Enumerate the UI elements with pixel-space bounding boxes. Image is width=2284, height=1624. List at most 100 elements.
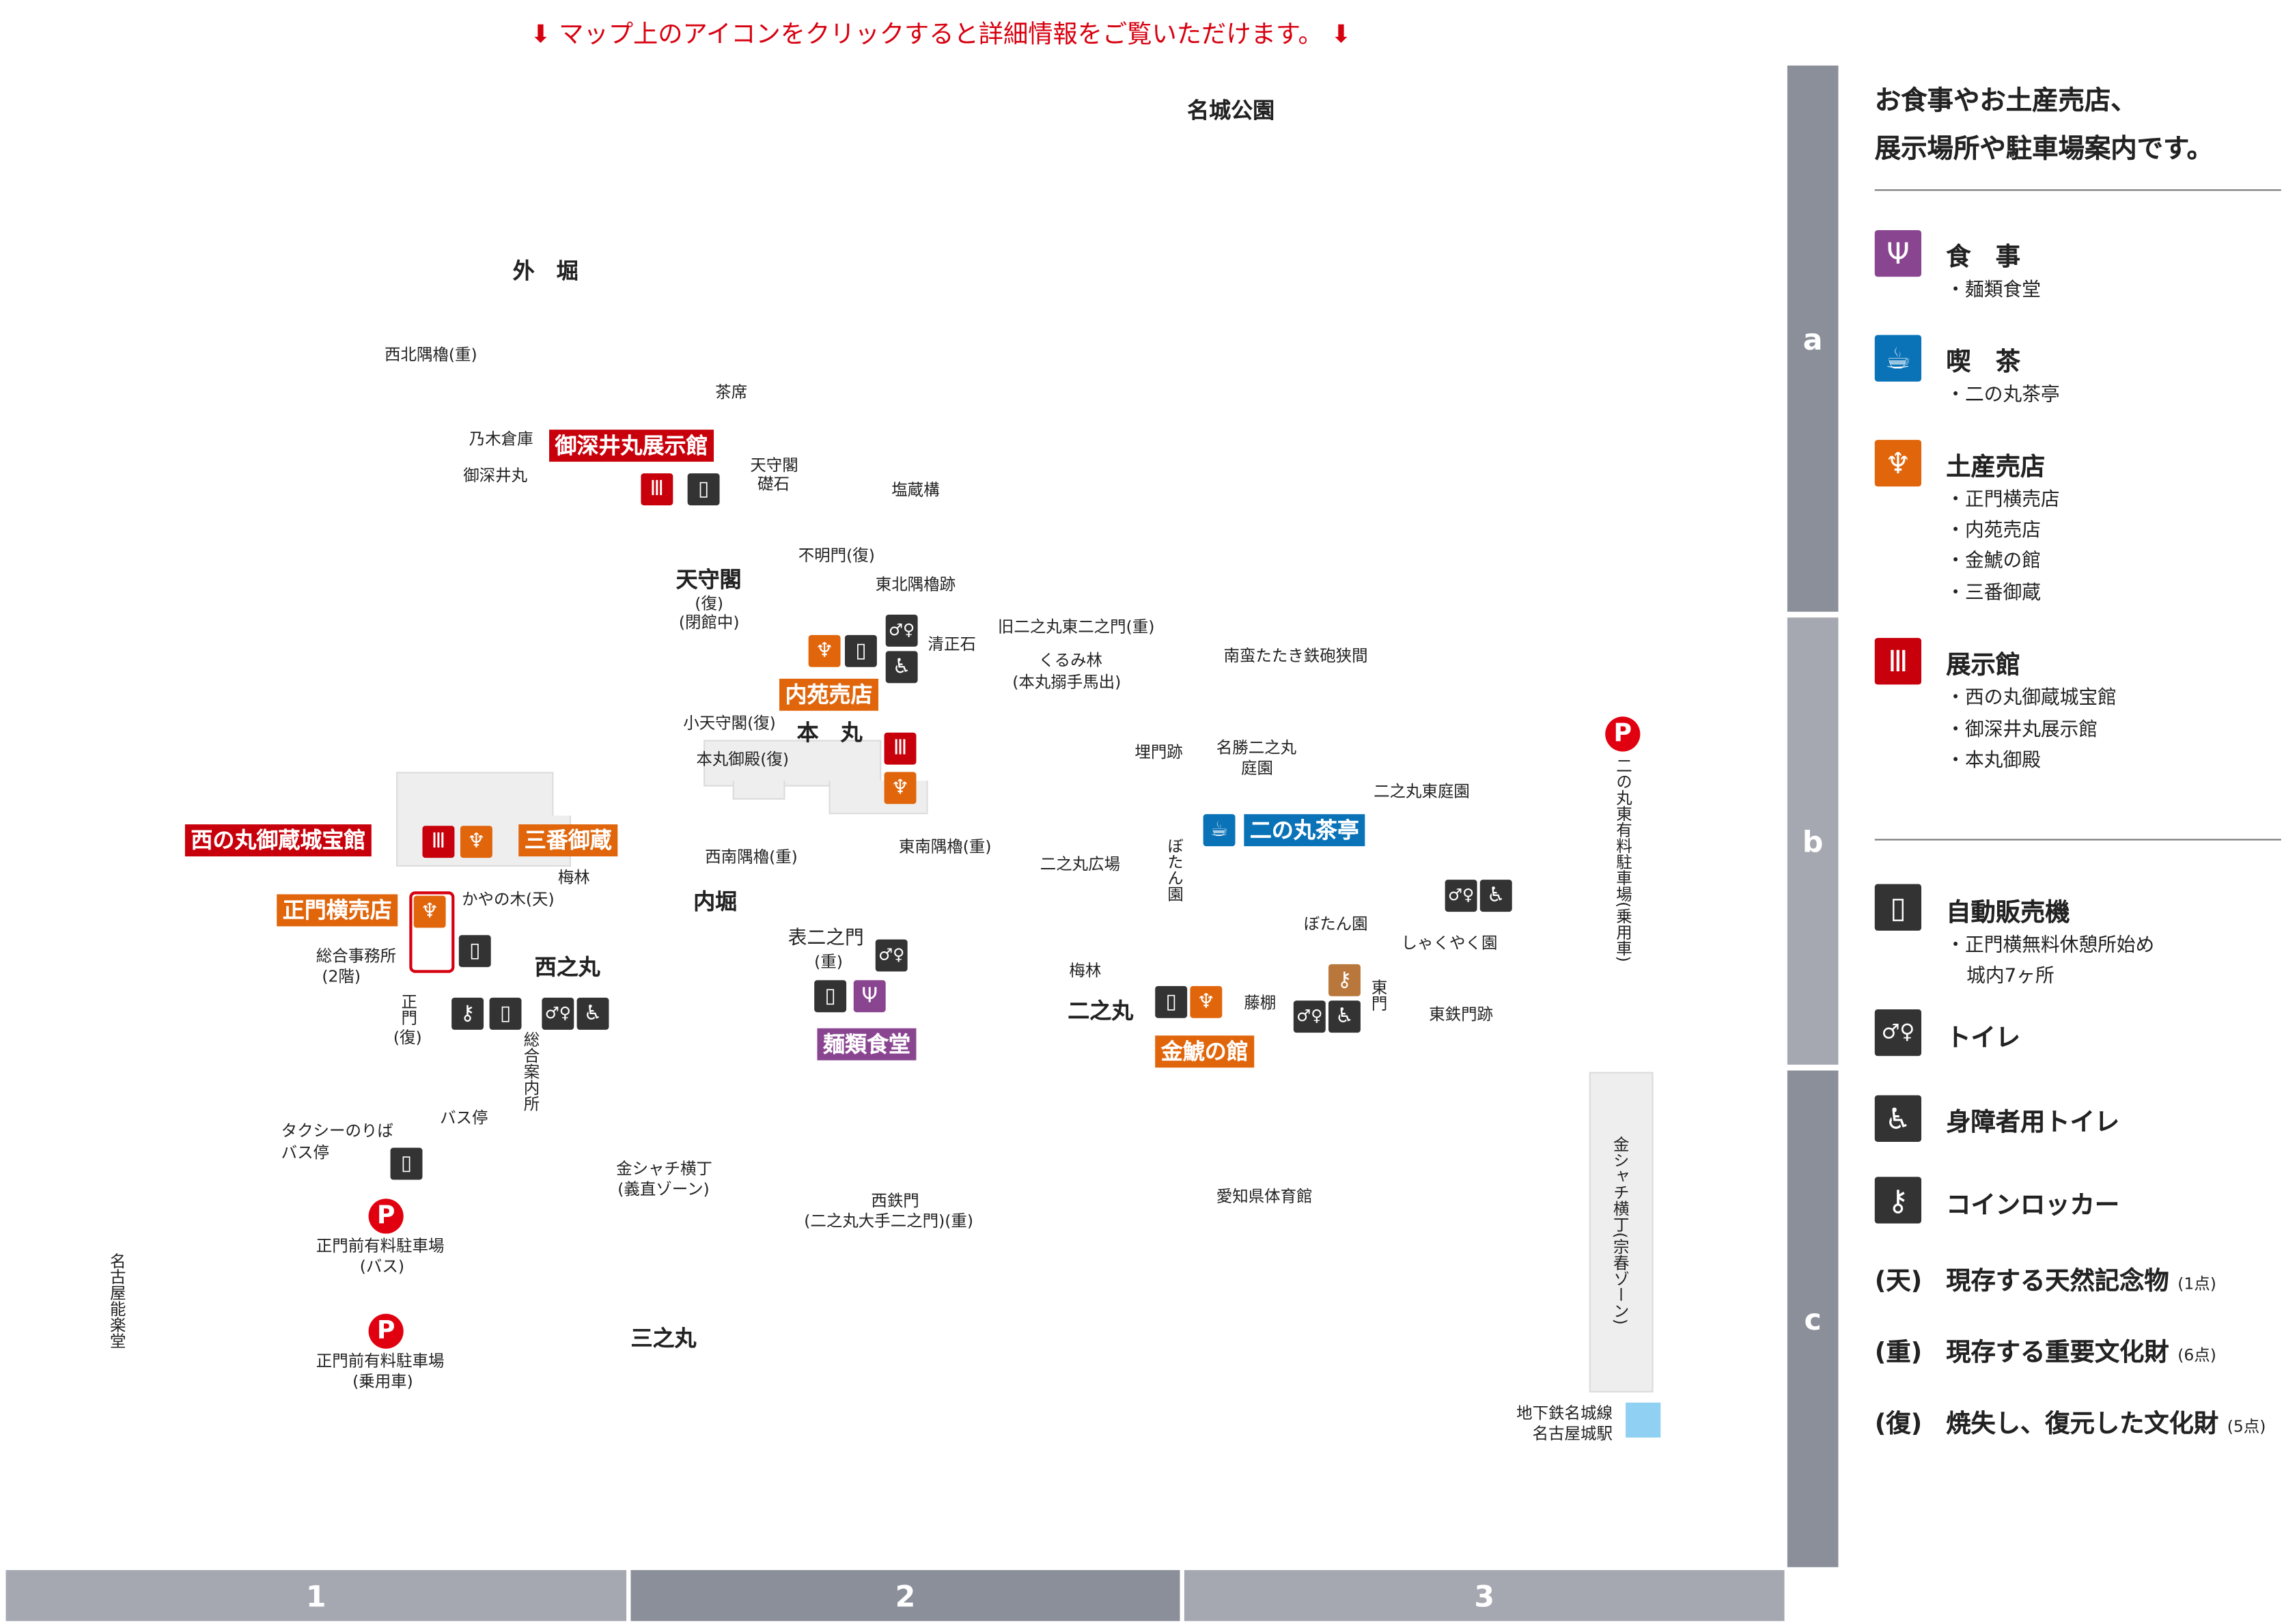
label-aichi-gym: 愛知県体育館 — [1216, 1187, 1313, 1206]
label-tenshukaku[interactable]: 天守閣 — [676, 566, 742, 593]
label-subway-station: 名古屋城駅 — [1532, 1424, 1613, 1444]
label-botan: ぼたん園 — [1303, 914, 1368, 934]
legend-item[interactable]: ・御深井丸展示館 — [1946, 719, 2098, 742]
label-honmaru: 本 丸 — [796, 719, 863, 746]
label-uchibori: 内堀 — [693, 888, 738, 915]
wheelchair-icon[interactable]: ♿ — [885, 651, 918, 684]
parking-icon[interactable]: P — [368, 1199, 404, 1234]
shachihoko-icon[interactable]: ♆ — [413, 895, 446, 928]
callout-ofukei-museum[interactable]: 御深井丸展示館 — [549, 430, 714, 462]
label-seimon-fuku: (復) — [393, 1028, 422, 1048]
shachihoko-icon[interactable]: ♆ — [884, 772, 917, 804]
key-icon[interactable]: ⚷ — [451, 997, 484, 1030]
banner-text: マップ上のアイコンをクリックすると詳細情報をご覧いただけます。 — [559, 20, 1323, 50]
label-tenshu-ishizue: 礎石 — [757, 475, 790, 494]
museum-icon[interactable]: Ⅲ — [884, 732, 917, 765]
museum-icon[interactable]: Ⅲ — [422, 826, 455, 858]
label-kyu-ninomaru-gate: 旧二之丸東二之門(重) — [997, 617, 1155, 636]
wheelchair-icon[interactable]: ♿ — [1328, 1000, 1361, 1033]
wheelchair-icon[interactable]: ♿ — [1479, 880, 1512, 912]
label-bairin: 梅林 — [1069, 961, 1102, 981]
vending-machine-icon[interactable]: ▯ — [458, 935, 491, 968]
label-taxi: タクシーのりば — [281, 1121, 393, 1140]
key-icon[interactable]: ⚷ — [1328, 964, 1361, 996]
label-omote-ninomon: 表二之門 — [788, 927, 864, 950]
grid-row-c: c — [1787, 1070, 1839, 1567]
legend-item[interactable]: ・三番御蔵 — [1946, 583, 2041, 605]
callout-seimon-shop[interactable]: 正門横売店 — [277, 894, 398, 927]
legend-item: 城内7ヶ所 — [1966, 965, 2055, 988]
label-seinan-yagura: 西南隅櫓(重) — [705, 848, 798, 867]
label-seimon: 正門 — [399, 993, 419, 1026]
vending-machine-icon[interactable]: ▯ — [687, 473, 720, 506]
legend-locker-title: コインロッカー — [1946, 1191, 2120, 1221]
legend-item[interactable]: ・麺類食堂 — [1946, 279, 2041, 302]
museum-icon[interactable]: Ⅲ — [641, 473, 673, 506]
nishinomaru-area — [396, 772, 554, 822]
instruction-banner: ⬇ マップ上のアイコンをクリックすると詳細情報をご覧いただけます。 ⬇ — [530, 13, 1351, 50]
label-ninomaru-east-garden: 二之丸東庭園 — [1374, 782, 1470, 801]
label-east-parking: 二の丸東有料駐車場(乗用車) — [1614, 757, 1633, 962]
label-jimusho: (2階) — [322, 967, 361, 986]
coffee-cup-icon[interactable]: ☕ — [1203, 814, 1236, 847]
mark-count: (5点) — [2227, 1417, 2266, 1436]
label-nishitetsumon: (二之丸大手二之門)(重) — [804, 1212, 974, 1231]
legend-shop-title: 土産売店 — [1946, 453, 2046, 482]
vending-machine-icon[interactable]: ▯ — [390, 1147, 423, 1180]
callout-menrui-shokudo[interactable]: 麺類食堂 — [817, 1028, 917, 1061]
callout-nishinomaru-museum[interactable]: 西の丸御蔵城宝館 — [184, 824, 372, 857]
restroom-icon[interactable]: ♂♀ — [885, 614, 918, 647]
label-kinshachi-yokocho: 金シャチ横丁 — [616, 1159, 712, 1179]
vending-machine-icon[interactable]: ▯ — [814, 980, 847, 1013]
label-taxi-bus: バス停 — [281, 1143, 329, 1162]
parking-icon[interactable]: P — [1605, 716, 1641, 752]
key-icon: ⚷ — [1874, 1177, 1922, 1224]
label-ofukei-maru: 御深井丸 — [463, 466, 528, 486]
wheelchair-icon: ♿ — [1874, 1095, 1922, 1143]
restroom-icon[interactable]: ♂♀ — [542, 997, 574, 1030]
callout-sanban-gokura[interactable]: 三番御蔵 — [518, 824, 618, 857]
legend-item[interactable]: ・内苑売店 — [1946, 520, 2041, 542]
subway-station-marker[interactable] — [1626, 1402, 1661, 1438]
wheelchair-icon[interactable]: ♿ — [576, 997, 609, 1030]
legend-intro: 展示場所や駐車場案内です。 — [1874, 134, 2214, 165]
shachihoko-icon[interactable]: ♆ — [1190, 985, 1223, 1018]
vending-machine-icon[interactable]: ▯ — [844, 634, 877, 667]
label-kayanoki: かやの木(天) — [462, 890, 555, 909]
mark-desc: 現存する重要文化財 — [1946, 1338, 2169, 1368]
restroom-icon[interactable]: ♂♀ — [1445, 880, 1477, 912]
parking-icon[interactable]: P — [368, 1313, 404, 1349]
label-meisho-garden: 庭園 — [1241, 759, 1273, 778]
vending-machine-icon[interactable]: ▯ — [489, 997, 522, 1030]
mark-count: (1点) — [2177, 1274, 2216, 1293]
legend-item[interactable]: ・正門横売店 — [1946, 489, 2060, 512]
label-tenshu-ishizue: 天守閣 — [750, 456, 798, 475]
callout-kinshachi-kan[interactable]: 金鯱の館 — [1155, 1035, 1255, 1068]
shachihoko-icon[interactable]: ♆ — [808, 634, 841, 667]
callout-naien-shop[interactable]: 内苑売店 — [779, 678, 879, 711]
legend-item[interactable]: ・金鯱の館 — [1946, 550, 2041, 573]
legend-item[interactable]: ・本丸御殿 — [1946, 750, 2041, 772]
label-parking-car: 正門前有料駐車場 — [316, 1352, 445, 1371]
vending-machine-icon[interactable]: ▯ — [1155, 985, 1188, 1018]
label-ninomaru-hiroba: 二之丸広場 — [1040, 854, 1121, 874]
mark-count: (6点) — [2177, 1345, 2216, 1365]
label-botan-vertical: ぼたん園 — [1165, 837, 1184, 902]
shachihoko-icon[interactable]: ♆ — [460, 826, 492, 858]
legend-item[interactable]: ・西の丸御蔵城宝館 — [1946, 687, 2117, 710]
fork-icon[interactable]: Ψ — [853, 980, 886, 1013]
label-annaijo: 総合案内所 — [521, 1031, 541, 1112]
restroom-icon[interactable]: ♂♀ — [1293, 1000, 1326, 1033]
restroom-icon[interactable]: ♂♀ — [875, 939, 908, 972]
down-arrow-icon: ⬇ — [530, 20, 551, 50]
label-kotenshu: 小天守閣(復) — [683, 714, 776, 733]
legend-item[interactable]: ・二の丸茶亭 — [1946, 384, 2060, 407]
callout-ninomaru-chatei[interactable]: 二の丸茶亭 — [1244, 814, 1365, 847]
label-tonan-yagura: 東南隅櫓(重) — [898, 837, 992, 857]
mark-desc: 現存する天然記念物 — [1946, 1267, 2169, 1297]
label-parking-bus: 正門前有料駐車場 — [316, 1236, 445, 1256]
label-ninomaru: 二之丸 — [1068, 997, 1134, 1024]
legend-mark-text: 現存する天然記念物 (1点) — [1946, 1260, 2216, 1296]
legend-accessible-title: 身障者用トイレ — [1946, 1108, 2120, 1138]
